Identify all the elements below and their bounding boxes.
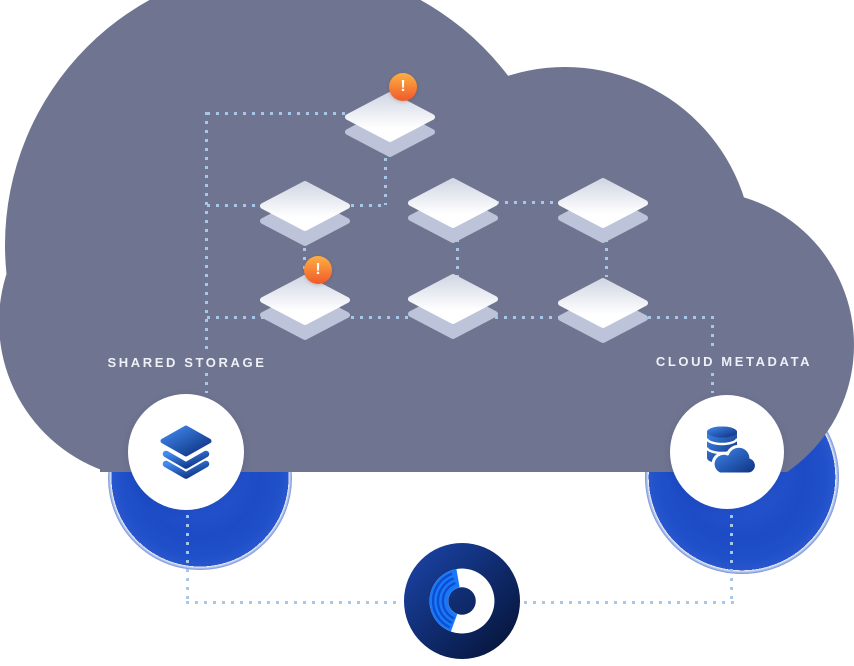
isometric-tile-icon [408, 178, 498, 243]
dotted-connector [605, 230, 608, 277]
dotted-connector [205, 373, 208, 393]
cluster-node-warning: ! [260, 256, 350, 342]
shared-storage-label: SHARED STORAGE [107, 355, 267, 370]
product-logo [403, 542, 521, 660]
dotted-connector [524, 601, 735, 604]
dotted-connector [487, 201, 571, 204]
cluster-node [408, 259, 498, 341]
cluster-node-warning: ! [345, 73, 435, 159]
dotted-connector [730, 515, 733, 603]
dotted-connector [384, 149, 387, 205]
isometric-tile-icon [408, 274, 498, 339]
cloud-metadata-label: CLOUD METADATA [655, 354, 813, 369]
donut-swirl-logo-icon [403, 542, 521, 664]
cluster-node [408, 163, 498, 245]
cluster-node [558, 163, 648, 245]
cloud-metadata-icon-circle [670, 395, 784, 509]
dotted-connector [186, 515, 189, 603]
exclamation-badge-icon: ! [304, 256, 332, 284]
dotted-connector [711, 316, 714, 349]
isometric-tile-icon [558, 278, 648, 343]
dotted-connector [303, 230, 306, 277]
isometric-tile-icon [558, 178, 648, 243]
dotted-connector [456, 230, 459, 277]
dotted-connector [205, 112, 208, 349]
database-cloud-icon [695, 422, 759, 483]
isometric-tile-icon [260, 181, 350, 246]
isometric-tile-icon [345, 92, 435, 157]
shared-storage-icon-circle [128, 394, 244, 510]
dotted-connector [186, 601, 398, 604]
dotted-connector [711, 373, 714, 393]
cluster-node [558, 263, 648, 345]
dotted-connector [207, 112, 347, 115]
cluster-node [260, 166, 350, 248]
isometric-tile-icon [260, 275, 350, 340]
layers-stack-icon [157, 421, 215, 484]
exclamation-badge-icon: ! [389, 73, 417, 101]
